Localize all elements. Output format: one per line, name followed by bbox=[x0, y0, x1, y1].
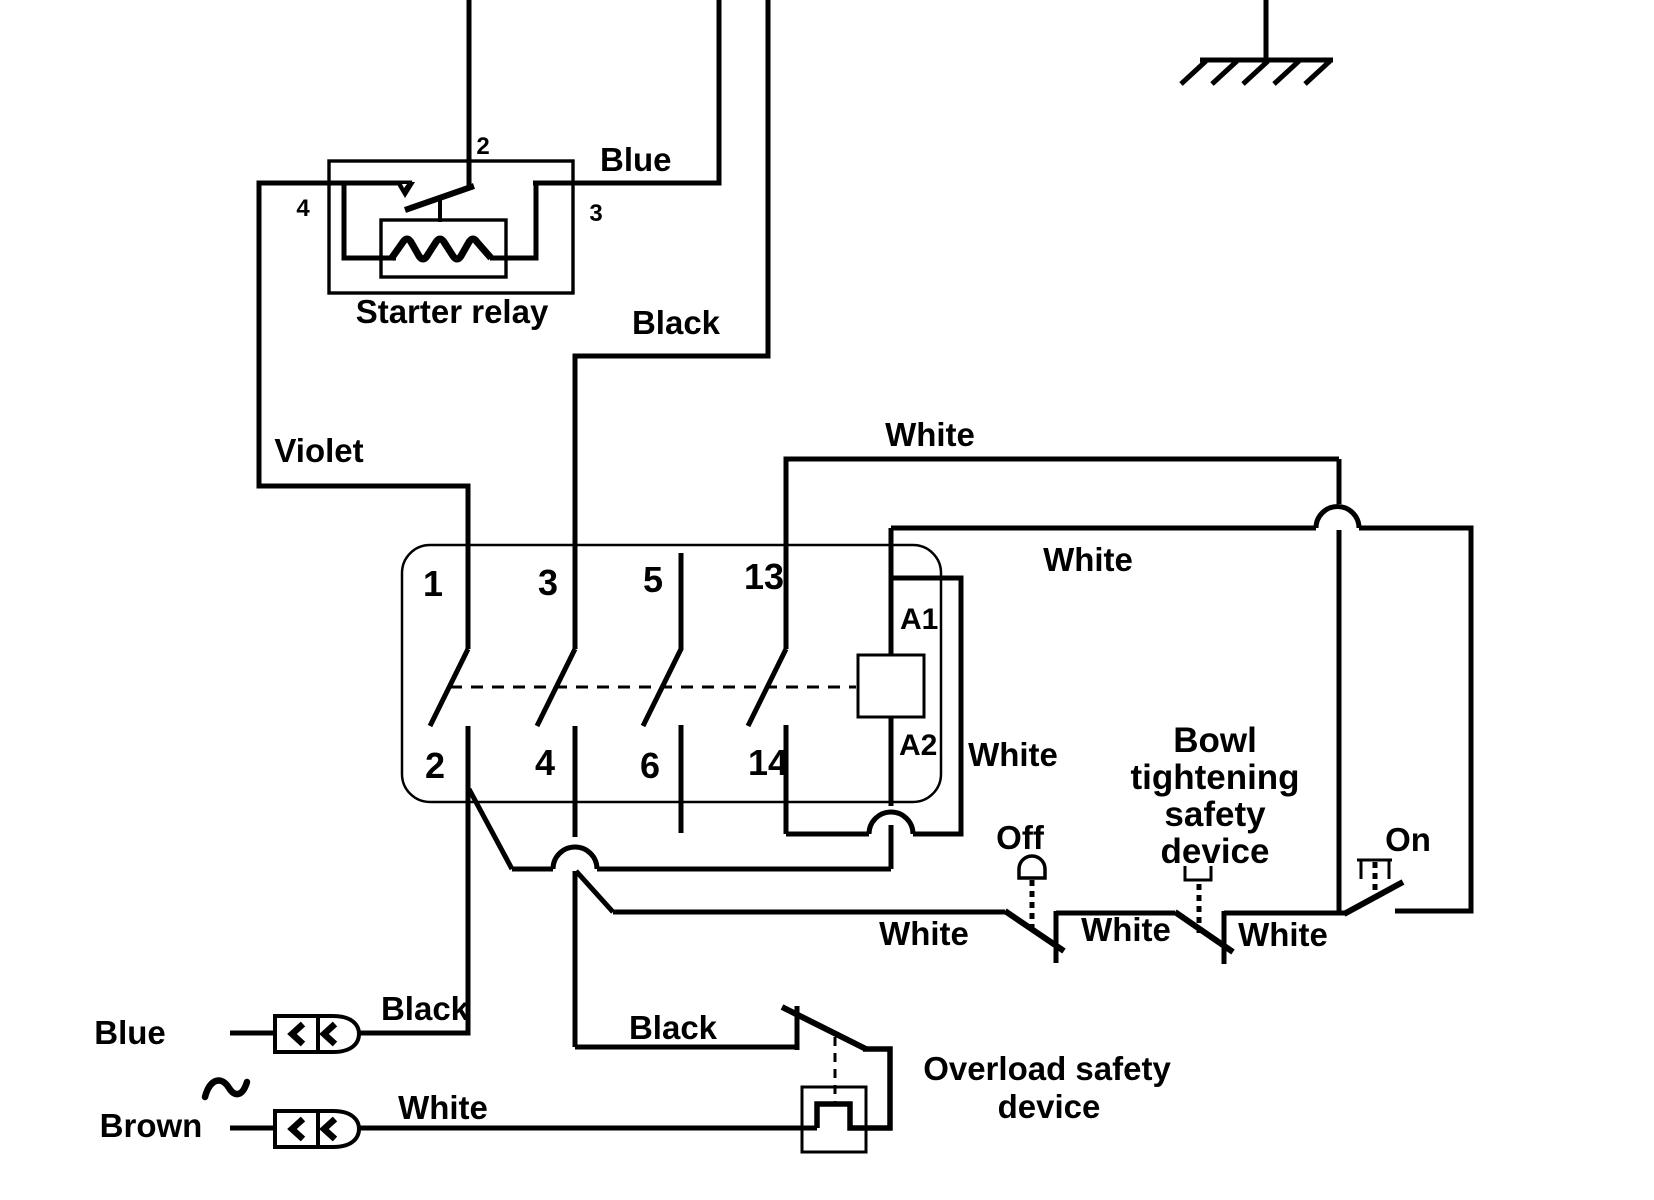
svg-text:White: White bbox=[968, 736, 1058, 773]
svg-text:Off: Off bbox=[996, 819, 1045, 856]
svg-text:2: 2 bbox=[476, 133, 489, 160]
svg-text:safety: safety bbox=[1164, 795, 1266, 834]
svg-text:Blue: Blue bbox=[94, 1014, 166, 1051]
svg-text:A1: A1 bbox=[900, 603, 938, 636]
svg-text:4: 4 bbox=[535, 742, 555, 783]
svg-text:6: 6 bbox=[640, 745, 660, 786]
svg-text:White: White bbox=[879, 915, 969, 952]
svg-text:device: device bbox=[1161, 832, 1270, 871]
svg-text:White: White bbox=[1238, 916, 1328, 953]
svg-text:White: White bbox=[1081, 911, 1171, 948]
svg-text:2: 2 bbox=[425, 745, 445, 786]
svg-text:3: 3 bbox=[589, 200, 602, 227]
svg-text:Starter relay: Starter relay bbox=[356, 293, 549, 330]
svg-text:device: device bbox=[998, 1088, 1101, 1125]
svg-text:4: 4 bbox=[296, 195, 310, 222]
svg-text:3: 3 bbox=[538, 562, 558, 603]
svg-text:White: White bbox=[1043, 541, 1133, 578]
svg-text:Overload safety: Overload safety bbox=[923, 1050, 1171, 1087]
svg-text:tightening: tightening bbox=[1130, 758, 1299, 797]
svg-text:Blue: Blue bbox=[600, 141, 672, 178]
svg-text:1: 1 bbox=[423, 563, 443, 604]
svg-text:White: White bbox=[398, 1089, 488, 1126]
svg-text:Bowl: Bowl bbox=[1173, 721, 1257, 760]
svg-text:Black: Black bbox=[629, 1009, 718, 1046]
svg-text:A2: A2 bbox=[899, 729, 937, 762]
svg-text:Black: Black bbox=[381, 990, 470, 1027]
svg-text:Violet: Violet bbox=[274, 432, 363, 469]
svg-text:13: 13 bbox=[744, 556, 784, 597]
svg-text:5: 5 bbox=[643, 559, 663, 600]
svg-text:Brown: Brown bbox=[100, 1107, 203, 1144]
svg-text:14: 14 bbox=[748, 742, 788, 783]
svg-text:Black: Black bbox=[632, 304, 721, 341]
svg-text:On: On bbox=[1385, 821, 1431, 858]
svg-text:White: White bbox=[885, 416, 975, 453]
